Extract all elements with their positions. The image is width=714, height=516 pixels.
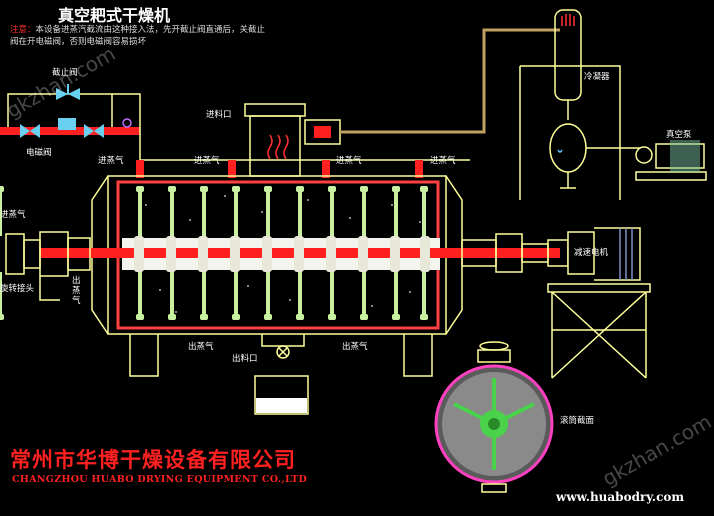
label-steam-in-3: 进蒸气 xyxy=(336,156,362,166)
label-drum-section: 滚筒截面 xyxy=(560,416,595,426)
steam-inlet-piping xyxy=(0,84,470,161)
company-name-cn: 常州市华博干燥设备有限公司 xyxy=(10,448,296,472)
operation-note: 注意：本设备进蒸汽截流由这种接入法，先开截止阀直通后，关截止阀在开电磁阀，否则电… xyxy=(10,24,270,48)
label-rotary-joint: 旋转接头 xyxy=(0,284,35,294)
label-steam-in-4: 进蒸气 xyxy=(430,156,456,166)
hollow-shaft xyxy=(40,236,560,272)
dryer-supports xyxy=(129,334,433,415)
vacuum-line xyxy=(340,28,560,134)
gear-motor-icon xyxy=(461,227,641,281)
label-steam-out-1: 出蒸气 xyxy=(188,342,214,352)
label-steam-in-left: 进蒸气 xyxy=(0,210,26,220)
condenser xyxy=(519,9,640,200)
label-feed-inlet: 进料口 xyxy=(206,110,232,120)
feed-hopper xyxy=(244,103,341,177)
label-steam-in-1: 进蒸气 xyxy=(98,156,124,166)
label-shutoff-valve: 截止阀 xyxy=(52,68,78,78)
solenoid-valve-icon xyxy=(20,118,104,138)
label-condenser: 冷凝器 xyxy=(584,72,610,82)
vacuum-pump-icon xyxy=(635,140,707,181)
page-title: 真空耙式干燥机 xyxy=(58,6,171,25)
label-steam-out-vertical: 出蒸气 xyxy=(72,276,81,306)
website-url[interactable]: www.huabodry.com xyxy=(556,490,685,504)
label-gear-motor: 减速电机 xyxy=(574,248,609,258)
company-name-en: CHANGZHOU HUABO DRYING EQUIPMENT CO.,LTD xyxy=(12,474,308,485)
motor-stand xyxy=(547,283,651,379)
steam-nozzles xyxy=(136,160,423,178)
drum-section-view xyxy=(434,341,554,493)
label-vacuum-pump: 真空泵 xyxy=(666,130,692,140)
label-steam-out-2: 出蒸气 xyxy=(342,342,368,352)
rotary-joint-icon xyxy=(5,231,91,301)
shutoff-valve-icon xyxy=(56,84,80,100)
note-lead: 注意： xyxy=(10,25,36,35)
note-text: 本设备进蒸汽截流由这种接入法，先开截止阀直通后，关截止阀在开电磁阀，否则电磁阀容… xyxy=(10,25,266,47)
label-steam-in-2: 进蒸气 xyxy=(194,156,220,166)
label-solenoid-valve: 电磁阀 xyxy=(26,148,52,158)
label-discharge: 出料口 xyxy=(232,354,258,364)
rake-arms xyxy=(0,186,4,320)
